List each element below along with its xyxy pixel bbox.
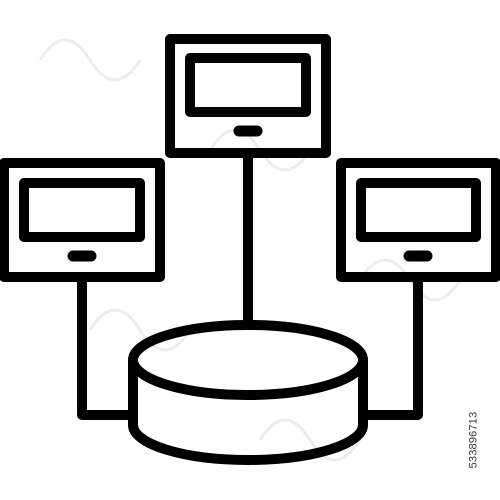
monitor-left-icon xyxy=(0,158,165,282)
stock-id-text: 533896713 xyxy=(467,411,480,469)
monitor-right-icon xyxy=(336,158,500,282)
database-cylinder-icon xyxy=(128,320,368,465)
monitor-top-icon xyxy=(165,34,331,158)
stock-id-label: 533896713 xyxy=(466,386,480,494)
network-connectors xyxy=(77,148,423,420)
